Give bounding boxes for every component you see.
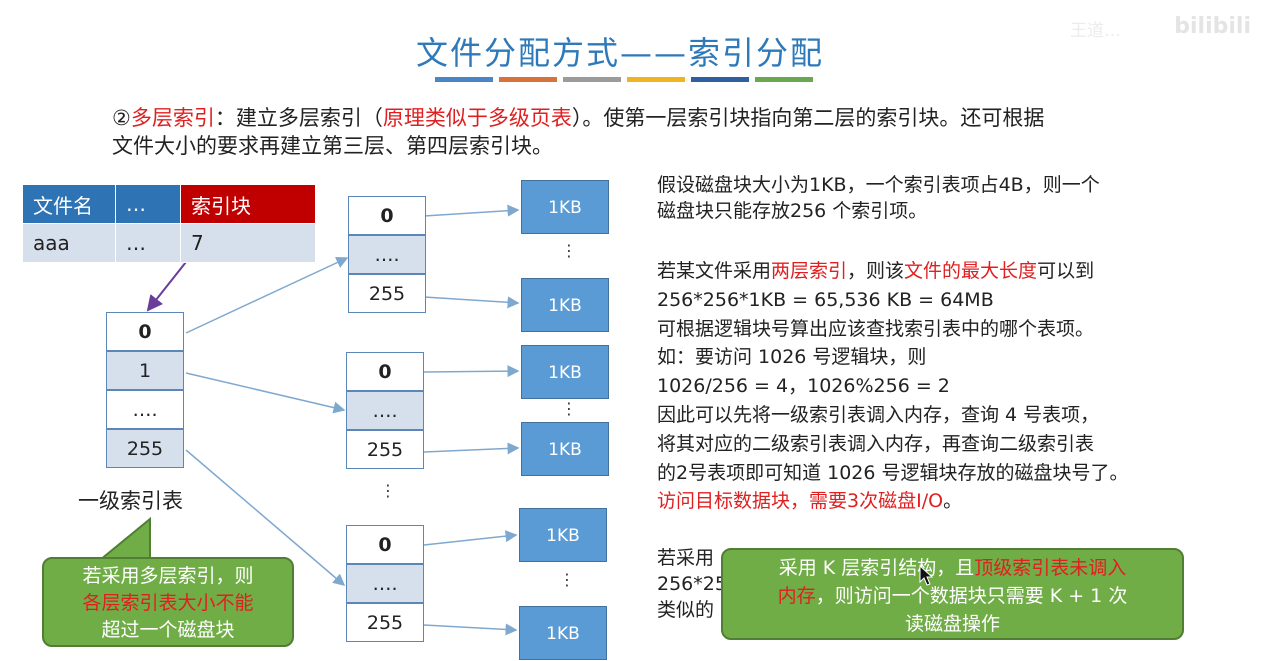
disk-block: 1KB (519, 606, 607, 660)
table-row: aaa … 7 (22, 223, 316, 263)
arrow-file-to-l1 (146, 261, 187, 312)
p2-line6: 因此可以先将一级索引表调入内存，查询 4 号表项， (657, 403, 1100, 426)
arrow-l1-255 (185, 449, 346, 586)
callout-right: 采用 K 层索引结构，且顶级索引表未调入 内存，则访问一个数据块只需要 K + … (721, 548, 1184, 640)
disk-block: 1KB (521, 180, 609, 234)
callout-left-line1: 若采用多层索引，则 (82, 565, 254, 587)
l1-entry-0: 0 (106, 312, 184, 351)
level1-label: 一级索引表 (78, 489, 183, 513)
arrow-b255 (423, 623, 518, 636)
title-bar-3 (563, 77, 621, 82)
bilibili-watermark: bilibili (1174, 14, 1251, 39)
disk-block: 1KB (519, 508, 607, 562)
col-index-block: 索引块 (180, 184, 316, 224)
intro-label: 多层索引 (130, 106, 215, 130)
explanation-p3: 若采用 256*25 类似的 (657, 545, 727, 623)
table-header-row: 文件名 … 索引块 (22, 184, 316, 224)
file-directory-table: 文件名 … 索引块 aaa … 7 (22, 184, 316, 263)
l1-entry-1: 1 (106, 351, 184, 390)
l2t-entry-dots: …. (348, 235, 426, 274)
p2-red-two-level: 两层索引 (771, 260, 848, 282)
title-bar-5 (691, 77, 749, 82)
p2-text-a: 若某文件采用 (657, 260, 772, 282)
arrow-t0 (423, 204, 520, 217)
watermark-author: 王道… (1070, 21, 1121, 41)
intro-text: ②多层索引：建立多层索引（原理类似于多级页表）。使第一层索引块指向第二层的索引块… (112, 104, 1202, 160)
callout-left-red: 各层索引表大小不能 (82, 592, 254, 614)
l1-entry-255: 255 (106, 429, 184, 468)
p2-red-io: 需要3次磁盘I/O (809, 490, 944, 513)
callout-right-line3: 读磁盘操作 (904, 613, 1000, 635)
p2-line2: 256*256*1KB = 65,536 KB = 64MB (657, 288, 994, 311)
title-bar-6 (755, 77, 813, 82)
arrow-m0 (423, 365, 520, 378)
p1-line1: 假设磁盘块大小为1KB，一个索引表项占4B，则一个 (657, 174, 1100, 196)
arrow-b0 (423, 530, 518, 546)
disk-block: 1KB (521, 345, 609, 399)
intro-sep: ：建立多层索引（ (214, 106, 383, 130)
title-bar-4 (627, 77, 685, 82)
p2-line4: 如：要访问 1026 号逻辑块，则 (657, 346, 927, 369)
callout-left: 若采用多层索引，则 各层索引表大小不能 超过一个磁盘块 (42, 557, 294, 647)
title-bar-2 (499, 77, 557, 82)
l2b-entry-dots: …. (346, 564, 424, 603)
callout-left-line3: 超过一个磁盘块 (101, 619, 235, 641)
l2m-entry-255: 255 (346, 430, 424, 469)
p2-end: 。 (943, 490, 963, 513)
title-bar-1 (435, 77, 493, 82)
callout-right-b: ，则访问一个数据块只需要 K + 1 次 (815, 585, 1128, 607)
l2t-entry-0: 0 (348, 196, 426, 235)
cell-index-block: 7 (180, 223, 316, 263)
arrow-l1-1 (185, 372, 346, 414)
p2-red-max-length: 文件的最大长度 (904, 260, 1038, 282)
l2b-entry-0: 0 (346, 525, 424, 564)
p2-red-access: 访问目标数据块， (657, 490, 810, 513)
intro-line2: 文件大小的要求再建立第三层、第四层索引块。 (112, 134, 553, 158)
disk-block: 1KB (521, 278, 609, 332)
intro-rest: ）。使第一层索引块指向第二层的索引块。还可根据 (571, 106, 1045, 130)
p2-text-c: 可以到 (1037, 260, 1095, 282)
p3-line2: 256*25 (657, 573, 727, 595)
l2m-entry-dots: …. (346, 391, 424, 430)
p3-line3: 类似的 (657, 599, 715, 621)
l2m-entry-0: 0 (346, 352, 424, 391)
p1-line2: 磁盘块只能存放256 个索引项。 (657, 200, 928, 222)
explanation-p1: 假设磁盘块大小为1KB，一个索引表项占4B，则一个 磁盘块只能存放256 个索引… (657, 172, 1100, 224)
p2-line8: 的2号表项即可知道 1026 号逻辑块存放的磁盘块号了。 (657, 461, 1129, 484)
page-title: 文件分配方式——索引分配 (415, 34, 824, 72)
intro-paren: 原理类似于多级页表 (382, 106, 572, 130)
cell-ellipsis: … (115, 223, 181, 263)
arrow-m255 (423, 442, 520, 455)
p3-line1: 若采用 (657, 547, 715, 569)
explanation-p2: 若某文件采用两层索引，则该文件的最大长度可以到 256*256*1KB = 65… (657, 257, 1129, 516)
disk-block: 1KB (521, 422, 609, 476)
p2-line7: 将其对应的二级索引表调入内存，再查询二级索引表 (657, 432, 1095, 455)
intro-num: ② (112, 106, 131, 130)
l1-entry-dots: …. (106, 390, 184, 429)
callout-right-red1: 顶级索引表未调入 (974, 557, 1127, 579)
cell-filename: aaa (22, 223, 116, 263)
callout-right-red2: 内存 (777, 585, 816, 607)
p2-text-b: ，则该 (847, 260, 905, 282)
l2b-entry-255: 255 (346, 603, 424, 642)
arrow-l1-0 (185, 256, 349, 334)
arrow-t255 (423, 296, 520, 309)
p2-line5: 1026/256 = 4，1026%256 = 2 (657, 375, 950, 398)
p2-line3: 可根据逻辑块号算出应该查找索引表中的哪个表项。 (657, 317, 1095, 340)
col-filename: 文件名 (22, 184, 116, 224)
l2t-entry-255: 255 (348, 274, 426, 313)
